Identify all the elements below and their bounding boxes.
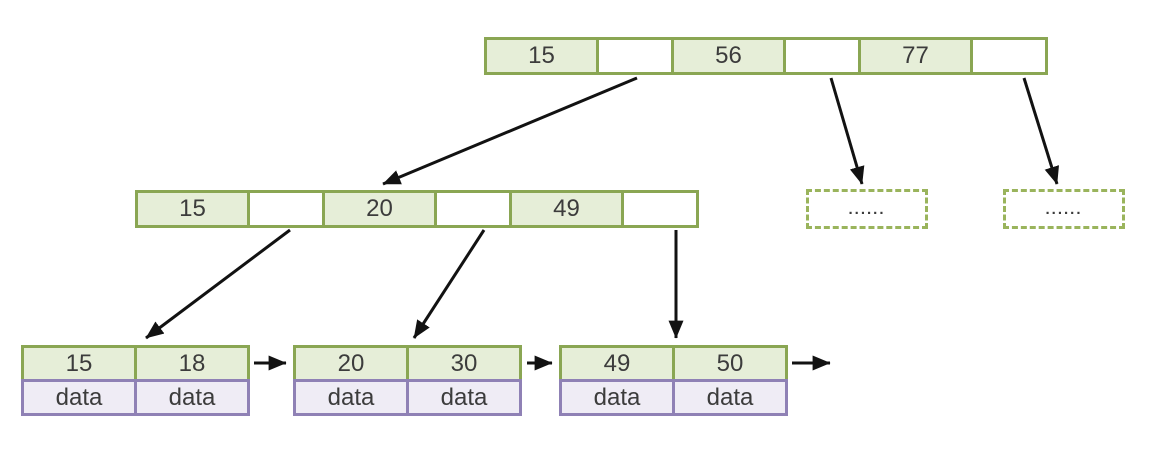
leaf-2-key-cell-2: 30 xyxy=(406,345,522,382)
root-pointer-cell-2 xyxy=(783,37,861,75)
arrow-root-to-overflow-2 xyxy=(1022,77,1059,185)
internal-key-cell-1: 15 xyxy=(135,190,250,228)
leaf-3-key-row: 49 50 xyxy=(559,345,788,382)
root-pointer-cell-1 xyxy=(596,37,674,75)
root-pointer-cell-3 xyxy=(970,37,1048,75)
root-key-cell-3: 77 xyxy=(858,37,973,75)
internal-key-cell-3: 49 xyxy=(509,190,624,228)
leaf-3-key-cell-1: 49 xyxy=(559,345,675,382)
leaf-2-data-cell-1: data xyxy=(293,379,409,416)
internal-pointer-cell-2 xyxy=(434,190,512,228)
leaf-1-key-cell-2: 18 xyxy=(134,345,250,382)
leaf-node-3: 49 50 data data xyxy=(559,345,788,416)
leaf-2-data-cell-2: data xyxy=(406,379,522,416)
leaf-2-data-row: data data xyxy=(293,379,522,416)
leaf-2-key-cell-1: 20 xyxy=(293,345,409,382)
arrow-root-to-internal xyxy=(382,76,638,186)
internal-key-cell-2: 20 xyxy=(322,190,437,228)
leaf-1-key-cell-1: 15 xyxy=(21,345,137,382)
leaf-1-key-row: 15 18 xyxy=(21,345,250,382)
btree-root-node: 15 56 77 xyxy=(484,37,1048,75)
root-key-cell-2: 56 xyxy=(671,37,786,75)
leaf-1-data-row: data data xyxy=(21,379,250,416)
arrow-internal-to-leaf-2 xyxy=(412,229,486,339)
arrow-root-to-overflow-1 xyxy=(829,77,865,185)
btree-internal-node: 15 20 49 xyxy=(135,190,699,228)
leaf-3-data-cell-2: data xyxy=(672,379,788,416)
leaf-3-data-cell-1: data xyxy=(559,379,675,416)
leaf-node-1: 15 18 data data xyxy=(21,345,250,416)
overflow-node-2: ...... xyxy=(1003,189,1125,229)
internal-pointer-cell-1 xyxy=(247,190,325,228)
leaf-1-data-cell-1: data xyxy=(21,379,137,416)
leaf-1-data-cell-2: data xyxy=(134,379,250,416)
leaf-3-data-row: data data xyxy=(559,379,788,416)
leaf-3-key-cell-2: 50 xyxy=(672,345,788,382)
internal-pointer-cell-3 xyxy=(621,190,699,228)
leaf-2-key-row: 20 30 xyxy=(293,345,522,382)
root-key-cell-1: 15 xyxy=(484,37,599,75)
overflow-node-1: ...... xyxy=(806,189,928,229)
leaf-node-2: 20 30 data data xyxy=(293,345,522,416)
arrow-internal-to-leaf-1 xyxy=(145,228,291,340)
